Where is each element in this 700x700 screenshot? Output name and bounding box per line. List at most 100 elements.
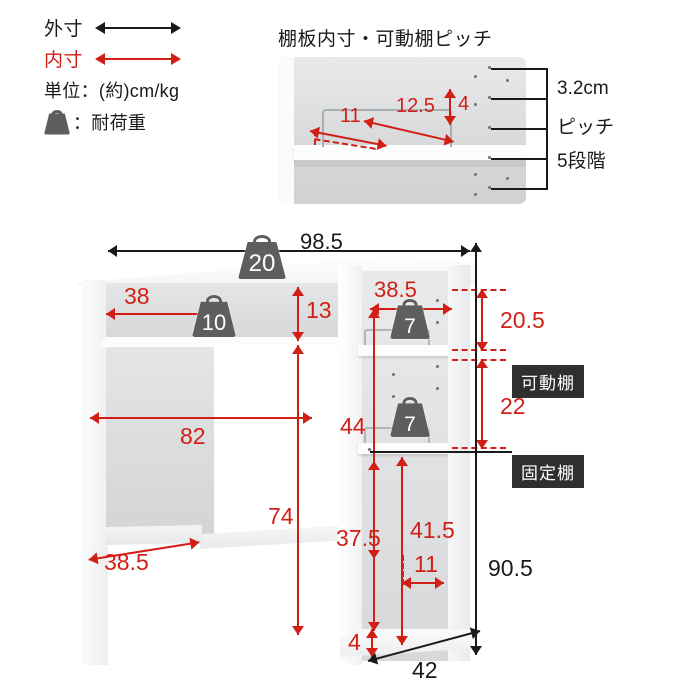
dimension-label-knee-width: 82: [180, 423, 206, 449]
right-side-panel: [448, 265, 470, 661]
shelf-board: [294, 145, 526, 160]
peg-hole: [506, 177, 509, 180]
dimension-label-total-width: 98.5: [300, 229, 343, 254]
weight-badge-value: 7: [404, 412, 416, 436]
dimension-label-shelf-width: 38.5: [374, 277, 417, 302]
pitch-steps-label: 5段階: [557, 151, 606, 172]
dimension-arrow-rail-height: [444, 89, 456, 125]
wire-guard-rail: [322, 109, 452, 147]
legend-inner-label: 内寸: [44, 50, 84, 71]
main-product-diagram: 98.5 20 38 10 13 82 74 38.5 38.5: [0, 225, 700, 700]
reflection-highlight: [324, 63, 337, 83]
peg-hole-marker: [488, 156, 491, 159]
detail-panel-title: 棚板内寸・可動棚ピッチ: [278, 29, 493, 50]
weight-badge-value: 20: [248, 250, 276, 278]
pitch-annotation-group: 3.2cm ピッチ 5段階: [488, 56, 691, 208]
detail-panel: 棚板内寸・可動棚ピッチ 11 12.5: [278, 24, 688, 209]
pitch-leader-line: [491, 158, 548, 160]
center-divider-panel: [338, 265, 362, 665]
weight-badge-upper-cavity: 10: [192, 295, 236, 337]
knee-space: [214, 347, 338, 543]
legend-row-unit: 単位：(約)cm/kg: [44, 74, 274, 105]
peg-hole: [474, 75, 477, 78]
dimension-label-plinth-height: 4: [348, 629, 361, 655]
weight-badge-value: 10: [201, 310, 227, 336]
pitch-size-label: 3.2cm: [557, 78, 609, 99]
weight-badge-shelf-upper: 7: [390, 299, 430, 339]
legend-block: 外寸 内寸 単位：(約)cm/kg ：耐荷重: [44, 12, 274, 139]
dimension-arrow-bottom-inner-height: [396, 457, 408, 645]
peg-hole: [436, 299, 439, 302]
dimension-arrow-bottom-inner-width: [402, 577, 444, 589]
dimension-arrow-total-height: [470, 243, 482, 655]
left-inner-wall-bottom: [106, 525, 202, 545]
dimension-arrow-knee-width: [90, 412, 312, 424]
dimension-label-rail-height: 4: [458, 93, 470, 115]
dimension-label-shelf-top-height: 20.5: [500, 307, 545, 333]
double-arrow-black-icon: [95, 21, 182, 34]
dimension-label-upper-cavity-width: 38: [124, 283, 150, 309]
dimension-label-bottom-inner-height: 41.5: [410, 517, 455, 543]
dimension-label-shelf-depth: 11: [340, 105, 361, 127]
legend-outer-label: 外寸: [44, 19, 84, 40]
dimension-label-desk-height: 74: [268, 503, 294, 529]
dimension-label-lower-depth: 38.5: [104, 549, 149, 575]
left-inner-wall: [106, 347, 214, 543]
dimension-label-bottom-cavity-height: 37.5: [336, 525, 381, 551]
dimension-dashed-shelf-depth-tick: [314, 131, 316, 145]
peg-hole: [474, 193, 477, 196]
pitch-leader-line: [491, 128, 548, 130]
peg-hole-marker: [488, 126, 491, 129]
adjustable-shelf-board: [358, 345, 452, 356]
pitch-leader-line: [491, 68, 548, 70]
fixed-shelf-leader-dot: [368, 448, 371, 451]
peg-hole: [436, 387, 439, 390]
dimension-dashed-bottom-inner-width: [402, 555, 404, 585]
legend-row-outer: 外寸: [44, 12, 274, 43]
dimension-label-shelf-width: 12.5: [396, 95, 435, 117]
dimension-arrow-upper-cavity-height: [292, 287, 304, 341]
reflection-highlight: [408, 59, 434, 85]
legend-row-load: ：耐荷重: [44, 105, 274, 139]
tag-fixed-shelf: 固定棚: [512, 455, 584, 488]
dimension-arrow-shelf-mid-height: [476, 359, 488, 449]
peg-hole: [506, 79, 509, 82]
peg-hole-marker: [488, 96, 491, 99]
pitch-leader-line: [491, 188, 548, 190]
dimension-arrow-shelf-top-height: [476, 289, 488, 351]
dimension-arrow-plinth-height: [366, 629, 378, 657]
peg-hole: [392, 395, 395, 398]
peg-hole-marker: [488, 66, 491, 69]
left-panel-foot: [82, 543, 108, 665]
legend-unit-label: 単位：(約)cm/kg: [44, 80, 180, 101]
tag-adjustable-shelf: 可動棚: [512, 365, 584, 398]
pitch-word-label: ピッチ: [557, 117, 615, 138]
pitch-bracket-line: [546, 68, 548, 190]
dimension-arrow-bottom-cavity-height: [368, 461, 380, 631]
dimension-label-shelf-stack-height: 44: [340, 413, 366, 439]
legend-load-label: ：耐荷重: [73, 113, 147, 133]
dimension-arrow-desk-height: [292, 345, 304, 635]
peg-hole-marker: [488, 186, 491, 189]
dimension-label-total-height: 90.5: [488, 555, 533, 581]
shelf-detail-photo: 11 12.5 4: [278, 57, 526, 204]
peg-hole: [436, 321, 439, 324]
weight-badge-shelf-lower: 7: [390, 397, 430, 437]
pitch-leader-line: [491, 98, 548, 100]
dimension-label-bottom-inner-width: 11: [414, 551, 438, 577]
weight-badge-value: 7: [404, 314, 416, 338]
fixed-shelf-board: [358, 443, 452, 454]
legend-row-inner: 内寸: [44, 43, 274, 74]
dimension-arrow-total-width: [108, 245, 470, 257]
peg-hole: [436, 365, 439, 368]
keyboard-shelf: [100, 337, 344, 347]
double-arrow-red-icon: [95, 52, 182, 65]
peg-hole: [474, 103, 477, 106]
fixed-shelf-leader-line: [370, 451, 512, 453]
weight-icon: [44, 109, 70, 135]
shelf-board-edge: [294, 160, 526, 167]
cabinet-left-frame: [278, 57, 294, 204]
peg-hole: [474, 173, 477, 176]
weight-badge-desktop: 20: [238, 235, 286, 279]
dimension-label-upper-cavity-height: 13: [306, 297, 332, 323]
